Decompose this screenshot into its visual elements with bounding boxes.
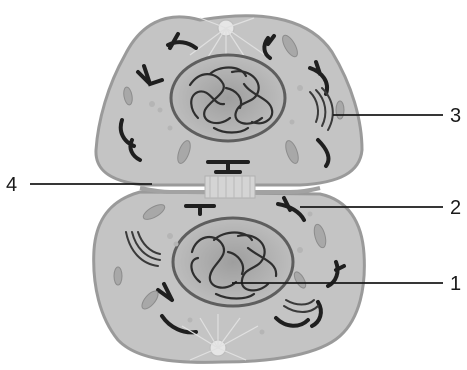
- lower-daughter-cell: [94, 176, 365, 362]
- label-3: 3: [450, 105, 461, 127]
- label-1: 1: [450, 273, 461, 295]
- label-2: 2: [450, 197, 461, 219]
- lower-nucleus: [173, 218, 293, 306]
- upper-nucleus: [171, 55, 285, 141]
- upper-daughter-cell: [96, 16, 362, 185]
- label-4: 4: [6, 174, 17, 196]
